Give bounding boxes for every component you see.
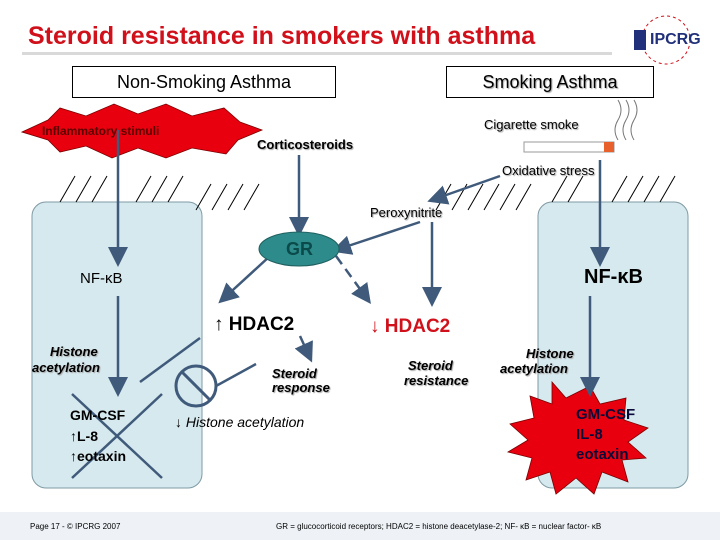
arrow-peroxynitrite-to-gr [331, 220, 421, 255]
ipcrg-logo: IPCRG [628, 10, 708, 70]
histone-acetylation-right-line1: Histone [526, 346, 574, 361]
logo-emblem-icon [634, 15, 691, 65]
hdac2-down-label: ↓ HDAC2 [370, 316, 451, 337]
gr-label: GR [286, 239, 313, 259]
inflammatory-stimuli-label: Inflammatory stimuli [42, 124, 160, 138]
left-gene-il8: ↑L-8 [70, 428, 98, 444]
histone-acetylation-down-label: ↓ Histone acetylation [175, 414, 305, 430]
middle-cilia [195, 183, 532, 211]
right-gene-burst [506, 380, 649, 495]
right-cilia [551, 175, 676, 203]
arrow-hdac2-up-to-response [294, 335, 313, 363]
gr-receptor [258, 231, 340, 267]
steroid-resistance-line1: Steroid [408, 358, 453, 373]
nfkb-right-label: NF-κB [584, 266, 643, 288]
label-smoking-asthma: Smoking Asthma [446, 66, 654, 98]
right-gene-eotaxin: eotaxin [576, 446, 629, 463]
steroid-response-line1: Steroid [272, 366, 317, 381]
left-gene-gmcsf: GM-CSF [70, 407, 126, 423]
hdac2-up-label: ↑ HDAC2 [214, 314, 295, 335]
corticosteroids-label: Corticosteroids [257, 137, 354, 152]
peroxynitrite-label: Peroxynitrite [370, 205, 443, 220]
histone-acetylation-left-line2: acetylation [32, 360, 100, 375]
left-genes-cross-icon [71, 393, 163, 479]
cigarette-smoke-label: Cigarette smoke [484, 117, 579, 132]
inhibition-line [139, 336, 201, 384]
steroid-resistance-line2: resistance [404, 373, 469, 388]
left-gene-eotaxin: ↑eotaxin [70, 448, 127, 464]
inflammatory-stimuli-burst [20, 103, 264, 159]
arrow-oxidative-to-peroxynitrite [427, 174, 501, 205]
oxidative-stress-label: Oxidative stress [502, 163, 595, 178]
arrow-gr-to-hdac2-up [218, 255, 271, 304]
title-rule [22, 52, 612, 55]
left-cilia [59, 175, 184, 203]
cigarette-icon [523, 141, 615, 153]
smoke-icon [614, 99, 638, 141]
nfkb-left-label: NF-κB [80, 270, 123, 287]
right-gene-il8: IL-8 [576, 426, 603, 443]
histone-acetylation-left-line1: Histone [50, 344, 98, 359]
arrow-gr-to-hdac2-down [334, 255, 371, 305]
footer-bar [0, 512, 720, 540]
label-non-smoking-asthma: Non-Smoking Asthma [72, 66, 336, 98]
histone-acetylation-right-line2: acetylation [500, 361, 568, 376]
footer-page: Page 17 - © IPCRG 2007 [30, 522, 121, 531]
logo-text: IPCRG [650, 31, 701, 48]
steroid-response-line2: response [272, 380, 330, 395]
footer-note: GR = glucocorticoid receptors; HDAC2 = h… [276, 522, 602, 531]
right-gene-gmcsf: GM-CSF [576, 406, 636, 423]
slide-title: Steroid resistance in smokers with asthm… [28, 22, 536, 50]
